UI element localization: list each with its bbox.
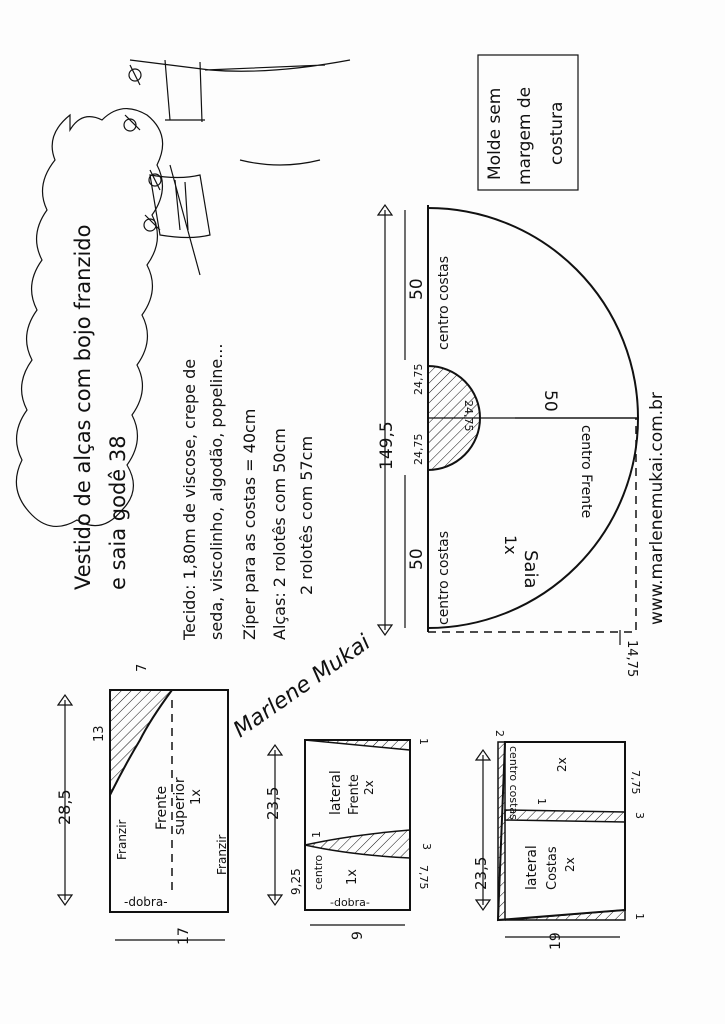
skirt-total-dim: 149,5 [377, 421, 397, 470]
lateral-front-mark3: 3 [420, 843, 433, 850]
skirt-label-back-top: centro costas [436, 256, 452, 350]
front-top-gather-right: Franzir [215, 834, 229, 875]
skirt-piece [376, 203, 639, 645]
lateral-front-center-qty: 1x [345, 869, 360, 885]
fabric-note-3: Zíper para as costas = 40cm [240, 409, 259, 640]
skirt-waist-r: 24,75 [462, 400, 475, 432]
skirt-label-back-bottom: centro costas [436, 531, 452, 625]
lateral-front-fold: -dobra- [330, 896, 370, 909]
lateral-front-mark1: 1 [417, 738, 430, 745]
lateral-back-name2: Costas [545, 846, 560, 890]
lateral-front-h1: 9,25 [289, 868, 303, 895]
lateral-back-width: 19 [548, 932, 564, 950]
lateral-front-width: 9 [350, 931, 366, 940]
lateral-back-piece [474, 741, 626, 938]
lateral-front-piece [266, 739, 411, 926]
lateral-front-qty: 2x [362, 780, 376, 795]
lateral-front-mark2: 1 [310, 831, 323, 838]
lateral-back-h1: 7,75 [629, 770, 642, 795]
lateral-back-mark2: 2 [493, 730, 506, 737]
lateral-front-height: 23,5 [264, 787, 282, 820]
fabric-note-2: seda, viscolinho, algodão, popeline... [207, 344, 226, 640]
skirt-waist-b: 24,75 [412, 434, 425, 466]
skirt-waist-a: 24,75 [412, 364, 425, 396]
note-box-line2: margem de [515, 87, 535, 185]
lateral-back-top-qty: 2x [555, 757, 569, 772]
skirt-radius-dim: 50 [540, 390, 560, 412]
front-top-cut-w: 7 [135, 664, 150, 672]
front-top-qty: 1x [189, 789, 204, 805]
skirt-hem-ext: 14,75 [624, 640, 639, 677]
front-top-piece [56, 689, 229, 941]
front-top-name: Frente [154, 786, 170, 830]
title-line1: Vestido de alças com bojo franzido [71, 225, 95, 590]
lateral-front-center-label: centro [312, 855, 325, 890]
title-line2: e saia godê 38 [106, 435, 130, 590]
lateral-front-name: lateral [328, 770, 344, 815]
lateral-back-center-label: centro costas [507, 746, 520, 820]
lateral-front-h2: 7,75 [417, 865, 430, 890]
front-top-cut-h: 13 [92, 725, 107, 742]
lateral-back-name: lateral [524, 845, 540, 890]
signature: Marlene Mukai [229, 630, 375, 743]
lateral-back-mark1: 1 [535, 798, 548, 805]
skirt-dim-left: 50 [407, 548, 427, 570]
front-top-gather-left: Franzir [115, 819, 129, 860]
lateral-back-height: 23,5 [472, 857, 490, 890]
title-cloud [15, 108, 164, 527]
skirt-label-front: centro Frente [578, 425, 594, 518]
lateral-back-mark3: 3 [633, 812, 646, 819]
skirt-qty: 1x [501, 535, 520, 555]
lateral-back-qty: 2x [563, 857, 577, 872]
front-top-fold: -dobra- [124, 895, 168, 909]
fabric-note-5: 2 rolotês com 57cm [297, 436, 316, 595]
skirt-name: Saia [520, 550, 541, 589]
note-box-line3: costura [547, 102, 567, 165]
dress-sketch [123, 59, 351, 276]
lateral-front-name2: Frente [347, 774, 362, 815]
lateral-back-mark4: 1 [633, 913, 646, 920]
note-box-line1: Molde sem [485, 88, 505, 180]
front-top-name2: superior [172, 777, 188, 835]
fabric-note-4: Alças: 2 rolotês com 50cm [270, 428, 289, 640]
website: www.marlenemukai.com.br [647, 392, 667, 625]
fabric-note-1: Tecido: 1,80m de viscose, crepe de [180, 359, 199, 641]
front-top-height: 28,5 [55, 789, 74, 825]
front-top-width: 17 [176, 927, 192, 945]
skirt-dim-right: 50 [407, 278, 427, 300]
note-box [477, 54, 579, 191]
